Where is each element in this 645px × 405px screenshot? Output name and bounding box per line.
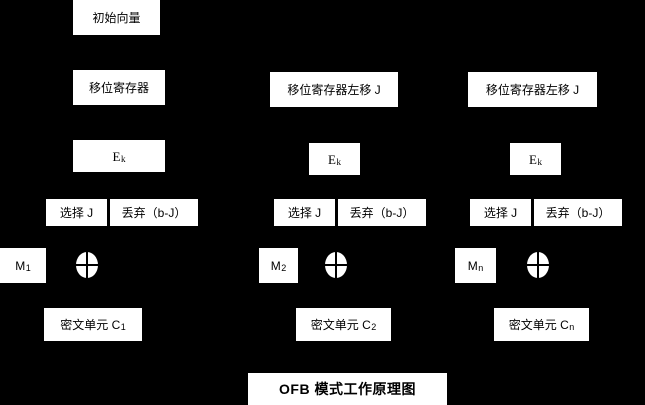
message-label-3: M (467, 258, 478, 273)
cipher-label-2: 密文单元 C (310, 317, 371, 332)
discard-label-3: 丢弃（b-J） (545, 205, 611, 220)
message-label-2: M (270, 258, 281, 273)
encrypt-subscript-1: k (120, 153, 126, 164)
cipher-subscript-2: 2 (371, 322, 377, 332)
diagram-title-box: OFB 模式工作原理图 (248, 373, 447, 405)
xor-circle-icon-1 (76, 252, 98, 278)
shift-register-box-1: 移位寄存器 (73, 70, 165, 105)
shift-register-label-2: 移位寄存器左移 J (287, 82, 381, 97)
discard-label-2: 丢弃（b-J） (349, 205, 415, 220)
discard-label-1: 丢弃（b-J） (121, 205, 187, 220)
cipher-label-1: 密文单元 C (60, 317, 121, 332)
select-box-2: 选择 J (274, 199, 335, 226)
shift-register-box-3: 移位寄存器左移 J (468, 72, 597, 107)
select-box-1: 选择 J (46, 199, 107, 226)
select-box-3: 选择 J (470, 199, 531, 226)
cipher-label-3: 密文单元 C (508, 317, 569, 332)
select-label-3: 选择 J (483, 205, 518, 220)
xor-circle-icon-2 (325, 252, 347, 278)
message-label-1: M (15, 258, 26, 273)
encrypt-label-1: E (112, 148, 121, 164)
encrypt-subscript-2: k (336, 156, 341, 167)
shift-register-label-1: 移位寄存器 (88, 80, 149, 95)
message-subscript-1: 1 (25, 263, 31, 273)
xor-circle-icon-3 (527, 252, 549, 278)
message-subscript-2: 2 (281, 263, 287, 273)
xor-horizontal-bar-1 (76, 264, 98, 266)
discard-box-2: 丢弃（b-J） (338, 199, 426, 226)
initial-vector-label: 初始向量 (92, 10, 141, 25)
select-label-2: 选择 J (287, 205, 322, 220)
cipher-subscript-3: n (569, 322, 575, 332)
diagram-title-label: OFB 模式工作原理图 (279, 381, 416, 397)
message-subscript-3: n (478, 263, 484, 273)
initial-vector-box: 初始向量 (73, 0, 160, 35)
encrypt-label-3: E (529, 151, 537, 167)
select-label-1: 选择 J (59, 205, 94, 220)
discard-box-1: 丢弃（b-J） (110, 199, 198, 226)
xor-horizontal-bar-3 (527, 264, 549, 266)
encrypt-label-2: E (328, 151, 336, 167)
cipher-subscript-1: 1 (120, 322, 126, 332)
discard-box-3: 丢弃（b-J） (534, 199, 622, 226)
shift-register-box-2: 移位寄存器左移 J (270, 72, 398, 107)
encrypt-subscript-3: k (537, 156, 542, 167)
xor-horizontal-bar-2 (325, 264, 347, 266)
shift-register-label-3: 移位寄存器左移 J (485, 82, 580, 97)
